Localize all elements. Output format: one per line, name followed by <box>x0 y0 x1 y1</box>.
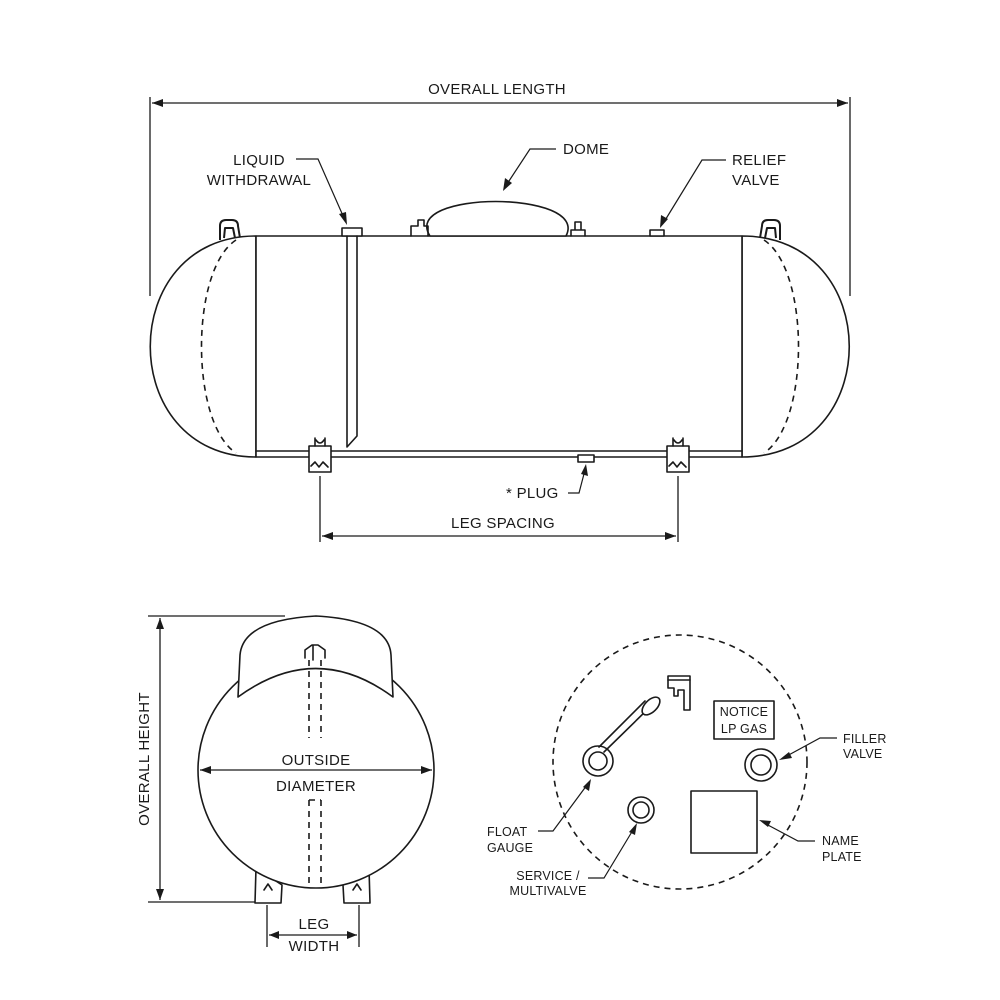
liquid-withdrawal-label-line2: WITHDRAWAL <box>207 172 311 189</box>
relief-valve-leader <box>663 159 726 223</box>
left-leg <box>308 437 332 473</box>
liquid-withdrawal-valve <box>341 227 363 237</box>
right-head-weld-line <box>763 239 800 454</box>
relief-valve-label-line2: VALVE <box>732 172 780 189</box>
plug-label: * PLUG <box>506 485 559 502</box>
notice-label: NOTICE <box>720 705 768 719</box>
service-label-line2: MULTIVALVE <box>509 884 586 898</box>
dome-left-fitting <box>410 219 429 237</box>
outside-label: OUTSIDE <box>282 752 351 769</box>
end-view: OVERALL HEIGHT OUTSIDE DIAMETER LEG WIDT… <box>136 615 435 955</box>
dome <box>426 200 569 237</box>
leg-spacing-label: LEG SPACING <box>451 515 555 532</box>
service-label: SERVICE / <box>516 869 580 883</box>
float-gauge-label: FLOAT <box>487 825 528 839</box>
relief-valve-label: RELIEF <box>732 152 786 169</box>
left-lifting-lug <box>219 219 241 240</box>
service-leader <box>588 829 634 879</box>
liquid-withdrawal-label: LIQUID <box>233 152 285 169</box>
leg-label: LEG <box>299 916 330 933</box>
right-tank-head <box>741 235 850 458</box>
filler-valve-label-line2: VALVE <box>843 747 882 761</box>
right-lifting-lug <box>759 219 781 240</box>
dome-top-view: NOTICE LP GAS FILLER VALVE FLOAT GAUGE S… <box>487 634 887 898</box>
name-plate-label: NAME <box>822 834 859 848</box>
dome-top-fitting <box>667 675 691 711</box>
plug-leader <box>568 469 586 494</box>
tank-shell <box>255 235 743 458</box>
plug <box>577 454 595 463</box>
overall-length-dimension: OVERALL LENGTH <box>149 81 851 296</box>
filler-valve <box>744 748 778 782</box>
name-plate <box>690 790 758 854</box>
left-head-weld-line <box>200 239 237 454</box>
left-tank-head <box>149 235 257 458</box>
dome-cover <box>237 615 394 698</box>
overall-height-dimension: OVERALL HEIGHT <box>136 615 285 903</box>
notice-plate <box>713 700 775 740</box>
end-dip-tube-lower <box>308 799 322 888</box>
dome-label: DOME <box>563 141 609 158</box>
name-plate-leader <box>765 823 815 842</box>
overall-length-label: OVERALL LENGTH <box>428 81 566 98</box>
relief-valve <box>649 229 665 237</box>
end-dip-tube-upper <box>308 660 322 738</box>
dome-right-fitting <box>570 221 586 237</box>
name-plate-label-line2: PLATE <box>822 850 862 864</box>
float-gauge-label-line2: GAUGE <box>487 841 533 855</box>
float-gauge-leader <box>538 784 588 832</box>
float-gauge <box>582 696 661 777</box>
overall-height-label: OVERALL HEIGHT <box>136 692 153 826</box>
end-top-fitting <box>304 644 326 661</box>
dome-outline <box>552 634 808 890</box>
right-leg <box>666 437 690 473</box>
service-multivalve <box>627 796 655 824</box>
leg-spacing-dimension: LEG SPACING <box>319 476 679 542</box>
notice-label-line2: LP GAS <box>721 722 767 736</box>
liquid-withdrawal-tube <box>346 235 358 448</box>
liquid-withdrawal-leader <box>296 158 345 219</box>
side-view: OVERALL LENGTH <box>149 81 851 542</box>
width-label: WIDTH <box>289 938 340 955</box>
filler-valve-label: FILLER <box>843 732 887 746</box>
diameter-label: DIAMETER <box>276 778 356 795</box>
filler-valve-leader <box>784 737 837 758</box>
dome-leader <box>506 148 556 185</box>
